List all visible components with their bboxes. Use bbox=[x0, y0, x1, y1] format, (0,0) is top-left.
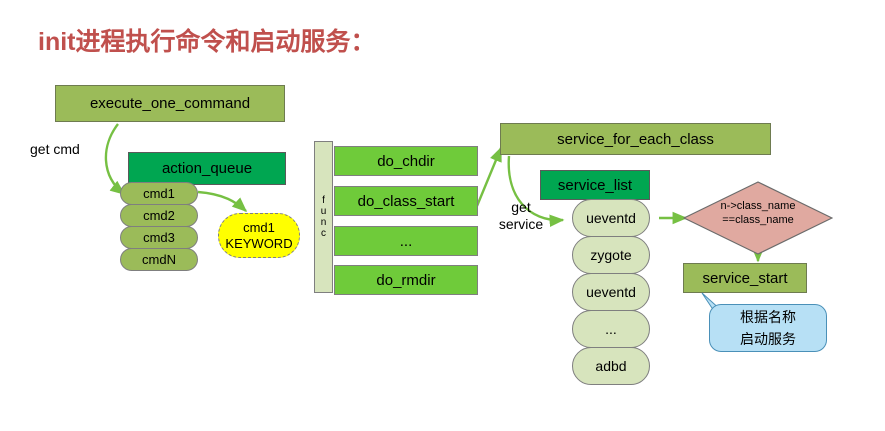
keyword-bubble-line2: KEYWORD bbox=[225, 235, 293, 251]
edge-label-get-service-line1: get bbox=[511, 199, 531, 215]
arrow-cmd1-to-keyword bbox=[197, 190, 248, 212]
func-letter-c: c bbox=[321, 228, 326, 239]
func-letter-n: n bbox=[320, 217, 327, 228]
list-item-cmd-1[interactable]: cmd2 bbox=[120, 204, 198, 227]
node-execute-one-command[interactable]: execute_one_command bbox=[55, 85, 285, 122]
callout-service-start-description: 根据名称 启动服务 bbox=[709, 304, 827, 352]
callout-line2: 启动服务 bbox=[740, 331, 796, 347]
node-service-list-header[interactable]: service_list bbox=[540, 170, 650, 200]
list-item-service-4[interactable]: adbd bbox=[572, 347, 650, 385]
decision-line1: n->class_name bbox=[720, 200, 796, 212]
list-item-cmd-3[interactable]: cmdN bbox=[120, 248, 198, 271]
node-cmd1-keyword-bubble[interactable]: cmd1 KEYWORD bbox=[218, 213, 300, 258]
list-item-cmd-0[interactable]: cmd1 bbox=[120, 182, 198, 205]
arrow-doclassstart-to-serviceforeachclass bbox=[475, 146, 503, 207]
list-item-func-1[interactable]: do_class_start bbox=[334, 186, 478, 216]
node-service-start[interactable]: service_start bbox=[683, 263, 807, 293]
callout-line1: 根据名称 bbox=[740, 309, 796, 325]
list-item-service-0[interactable]: ueventd bbox=[572, 199, 650, 237]
edge-label-get-cmd: get cmd bbox=[30, 141, 80, 157]
keyword-bubble-line1: cmd1 bbox=[243, 219, 275, 235]
list-item-func-0[interactable]: do_chdir bbox=[334, 146, 478, 176]
list-item-service-3[interactable]: ... bbox=[572, 310, 650, 348]
list-item-func-3[interactable]: do_rmdir bbox=[334, 265, 478, 295]
list-item-func-2[interactable]: ... bbox=[334, 226, 478, 256]
node-action-queue-header[interactable]: action_queue bbox=[128, 152, 286, 185]
page-title: init进程执行命令和启动服务： bbox=[38, 28, 376, 56]
node-decision-class-name[interactable]: n->class_name ==class_name bbox=[682, 181, 834, 255]
func-column-label: f u n c bbox=[314, 141, 333, 293]
func-letter-f: f bbox=[322, 195, 325, 206]
func-letter-u: u bbox=[320, 206, 327, 217]
edge-label-get-service: get service bbox=[486, 199, 556, 233]
list-item-service-2[interactable]: ueventd bbox=[572, 273, 650, 311]
node-service-for-each-class[interactable]: service_for_each_class bbox=[500, 123, 771, 155]
decision-text: n->class_name ==class_name bbox=[683, 199, 833, 227]
list-item-service-1[interactable]: zygote bbox=[572, 236, 650, 274]
decision-line2: ==class_name bbox=[722, 214, 794, 226]
edge-label-get-service-line2: service bbox=[498, 216, 544, 232]
decision-diamond-shape bbox=[682, 181, 834, 255]
arrow-execute-to-cmd1 bbox=[104, 123, 126, 195]
list-item-cmd-2[interactable]: cmd3 bbox=[120, 226, 198, 249]
